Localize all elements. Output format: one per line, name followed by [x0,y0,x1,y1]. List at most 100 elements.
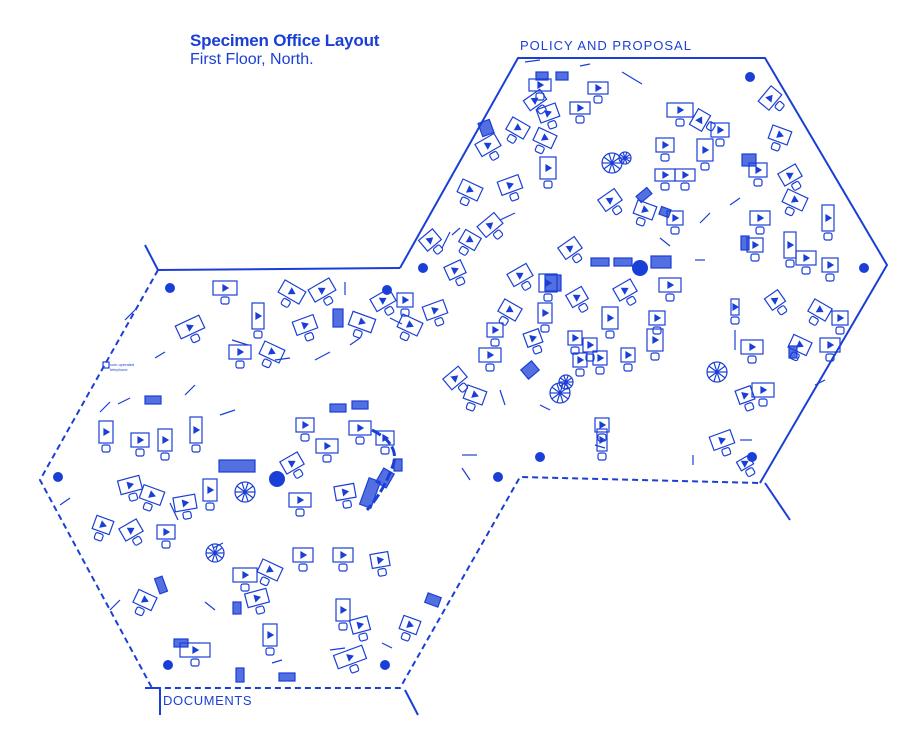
storage-unit [658,205,672,219]
workstation [474,132,502,161]
phone-marker [662,170,670,180]
desk [556,235,584,261]
storage-unit [144,395,162,405]
plant-spoke [551,392,561,400]
chair [595,366,605,375]
desk [506,262,534,288]
desk [369,550,391,570]
chair [547,120,558,130]
screen-partition [329,647,346,651]
workstation [496,173,524,202]
chair [605,330,615,339]
phone-marker [317,287,326,295]
storage-block [235,667,245,683]
screen-partition [539,404,551,411]
screen-partition [381,642,393,649]
chair [465,402,476,412]
chair [434,317,445,327]
chair [758,398,768,407]
desk [279,451,305,475]
plant-spoke [207,547,216,554]
desk [767,124,793,146]
column [380,660,390,670]
chair [338,563,348,572]
screen-partition [524,59,541,63]
plant-spoke [236,491,246,499]
storage-block [555,71,569,81]
workstation [787,333,813,362]
workstation [132,588,158,617]
phone-marker [718,437,726,445]
chair [785,259,795,268]
chair [835,326,845,335]
screen-partition [204,601,216,611]
chair [652,326,662,335]
workstation [807,298,833,326]
chair [323,295,334,306]
desk [658,277,682,293]
desk [375,430,395,446]
screen-partition [499,389,506,406]
desk [118,518,144,542]
phone-marker [803,253,811,263]
phone-marker [450,267,459,275]
desk [417,228,443,252]
chair [93,532,104,542]
workstation [522,327,544,355]
desk [569,101,591,115]
screen-partition [231,339,249,346]
plant-spoke [211,552,216,562]
workstation [98,420,114,453]
storage-unit [332,308,344,328]
workstation [172,493,198,520]
desk [612,278,638,302]
chair [489,150,500,161]
plant-spoke [603,156,613,164]
workstation [116,474,144,502]
phone-marker [185,324,194,332]
storage-block [650,255,672,269]
screen-partition [451,227,461,236]
phone-marker [340,550,348,560]
workstation [332,644,368,674]
phone-marker [487,350,495,360]
storage-unit [218,459,256,473]
chair [142,502,153,512]
chair [349,664,360,674]
column [535,452,545,462]
chair [755,226,765,235]
plant-spoke [608,162,613,173]
workstation [537,302,553,333]
workstation [443,259,467,287]
plant-spoke [556,392,561,403]
desk [462,384,488,406]
workstation [569,101,591,124]
wall-segment [399,57,889,484]
storage-unit [232,601,242,615]
workstation [189,416,203,453]
phone-marker [324,441,332,451]
desk [457,228,483,252]
desk [332,547,354,563]
telephone-booth [102,361,110,369]
chair [770,142,781,152]
workstation [156,524,176,549]
desk [795,250,817,266]
workstation [710,122,730,147]
desk [596,187,624,213]
chair [161,540,171,549]
chair [575,115,585,124]
desk [476,211,504,239]
phone-marker [425,237,434,245]
column [493,472,503,482]
phone-marker [297,495,305,505]
phone-marker [192,645,200,655]
storage-block [232,601,242,615]
chair [506,133,517,144]
workstation [179,642,211,667]
workstation [277,279,307,308]
phone-marker [471,390,479,398]
storage-block [788,345,798,359]
plant-spoke [608,153,613,164]
workstation [757,84,785,112]
